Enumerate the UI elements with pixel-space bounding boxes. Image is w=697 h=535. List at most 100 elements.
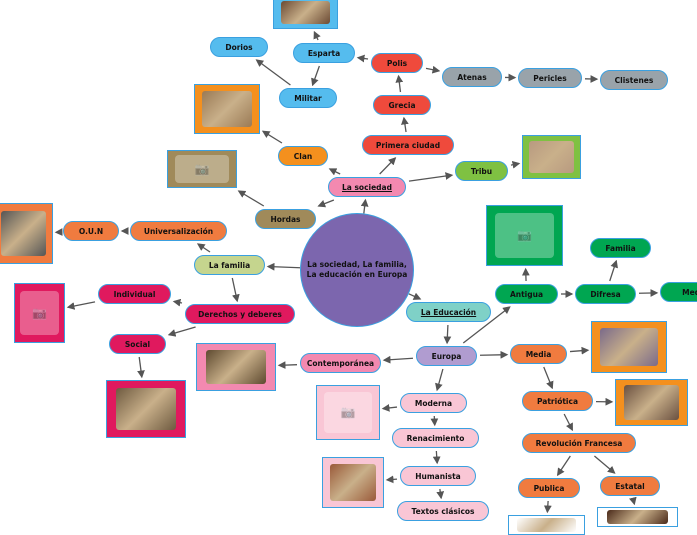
connector-europa-moderna <box>437 369 443 390</box>
node-moderna[interactable]: Moderna <box>400 393 467 413</box>
photo <box>529 141 573 173</box>
node-label: Medio <box>682 288 697 297</box>
connector-publica-img_publica <box>547 501 548 512</box>
connector-esparta-img_esparta <box>314 32 318 40</box>
node-label: Primera ciudad <box>376 141 440 150</box>
node-label: Clan <box>294 152 312 161</box>
node-difresa[interactable]: Difresa <box>575 284 636 304</box>
node-label: Polis <box>387 59 407 68</box>
node-hordas[interactable]: Hordas <box>255 209 316 229</box>
node-militar[interactable]: Militar <box>279 88 337 108</box>
connector-center-sociedad <box>364 200 366 213</box>
node-label: Textos clásicos <box>411 507 474 516</box>
connector-difresa-familia2 <box>610 261 617 281</box>
node-clan[interactable]: Clan <box>278 146 328 166</box>
node-familia[interactable]: La familia <box>194 255 265 275</box>
node-universal[interactable]: Universalización <box>130 221 227 241</box>
connector-polis-esparta <box>358 58 368 59</box>
img-humanista-image[interactable] <box>322 457 384 508</box>
node-publica[interactable]: Publica <box>518 478 580 498</box>
node-social[interactable]: Social <box>109 334 166 354</box>
node-label: Revolución Francesa <box>536 439 623 448</box>
node-esparta[interactable]: Esparta <box>293 43 355 63</box>
node-label: O.U.N <box>79 227 103 236</box>
connector-familia-universal <box>198 244 210 252</box>
node-estatal[interactable]: Estatal <box>600 476 660 496</box>
node-renac[interactable]: Renacimiento <box>392 428 479 448</box>
img-social-image[interactable] <box>106 380 186 438</box>
node-derechos[interactable]: Derechos y deberes <box>185 304 295 324</box>
connector-social-img_social <box>139 357 142 377</box>
img-esparta-image[interactable] <box>273 0 338 29</box>
node-medio[interactable]: Medio <box>660 282 697 302</box>
img-moderna-image[interactable]: 📷 <box>316 385 380 440</box>
node-textos[interactable]: Textos clásicos <box>397 501 489 521</box>
node-label: Patriótica <box>537 397 578 406</box>
node-clistenes[interactable]: Clistenes <box>600 70 668 90</box>
photo <box>517 518 576 532</box>
node-label: Estatal <box>615 482 644 491</box>
connector-hordas-img_hordas <box>239 191 264 206</box>
connector-clan-img_clan <box>263 131 282 143</box>
photo <box>1 211 45 256</box>
node-revolucion[interactable]: Revolución Francesa <box>522 433 636 453</box>
camera-icon: 📷 <box>495 213 554 258</box>
node-dorios[interactable]: Dorios <box>210 37 268 57</box>
connector-humanista-img_humanista <box>387 479 397 480</box>
photo <box>600 328 658 366</box>
node-grecia[interactable]: Grecia <box>373 95 431 115</box>
connector-primera-grecia <box>404 118 406 132</box>
connector-individual-img_individual <box>68 302 95 307</box>
node-humanista[interactable]: Humanista <box>400 466 476 486</box>
img-publica-image[interactable] <box>508 515 585 535</box>
node-label: Clistenes <box>615 76 654 85</box>
img-hordas-image[interactable]: 📷 <box>167 150 237 188</box>
node-label: Militar <box>294 94 322 103</box>
central-topic[interactable]: La sociedad, La familia, La educación en… <box>300 213 414 327</box>
connector-europa-contemp <box>384 358 413 360</box>
connector-familia-derechos <box>232 278 237 301</box>
node-patriotica[interactable]: Patriótica <box>522 391 593 411</box>
node-label: Social <box>125 340 150 349</box>
node-individual[interactable]: Individual <box>98 284 171 304</box>
node-label: Pericles <box>533 74 566 83</box>
img-oun-image[interactable] <box>0 203 53 264</box>
node-familia2[interactable]: Familia <box>590 238 651 258</box>
connector-renac-humanista <box>436 451 437 463</box>
node-label: Humanista <box>415 472 461 481</box>
node-educacion[interactable]: La Educación <box>406 302 491 322</box>
camera-icon: 📷 <box>20 291 58 335</box>
node-tribu[interactable]: Tribu <box>455 161 508 181</box>
connector-sociedad-tribu <box>409 175 452 181</box>
node-antigua[interactable]: Antigua <box>495 284 558 304</box>
img-antigua-image[interactable]: 📷 <box>486 205 563 266</box>
node-label: Atenas <box>457 73 486 82</box>
node-europa[interactable]: Europa <box>416 346 477 366</box>
node-oun[interactable]: O.U.N <box>63 221 119 241</box>
node-label: Tribu <box>471 167 492 176</box>
photo <box>330 464 377 501</box>
img-patriotica-image[interactable] <box>615 379 688 426</box>
node-pericles[interactable]: Pericles <box>518 68 582 88</box>
node-media[interactable]: Media <box>510 344 567 364</box>
connector-revolucion-estatal <box>594 456 614 473</box>
img-contemp-image[interactable] <box>196 343 276 391</box>
img-clan-image[interactable] <box>194 84 260 134</box>
connector-grecia-polis <box>399 76 401 92</box>
img-tribu-image[interactable] <box>522 135 581 179</box>
node-label: La Educación <box>421 308 476 317</box>
node-polis[interactable]: Polis <box>371 53 423 73</box>
node-label: Derechos y deberes <box>198 310 282 319</box>
node-label: Moderna <box>415 399 452 408</box>
connector-derechos-social <box>169 327 196 335</box>
img-estatal-image[interactable] <box>597 507 678 527</box>
connector-humanista-textos <box>440 489 441 498</box>
node-atenas[interactable]: Atenas <box>442 67 502 87</box>
node-primera[interactable]: Primera ciudad <box>362 135 454 155</box>
connector-media-patriotica <box>544 367 552 388</box>
node-contemp[interactable]: Contemporánea <box>300 353 381 373</box>
img-individual-image[interactable]: 📷 <box>14 283 65 343</box>
img-media-image[interactable] <box>591 321 667 373</box>
node-label: La sociedad <box>342 183 392 192</box>
node-sociedad[interactable]: La sociedad <box>328 177 406 197</box>
